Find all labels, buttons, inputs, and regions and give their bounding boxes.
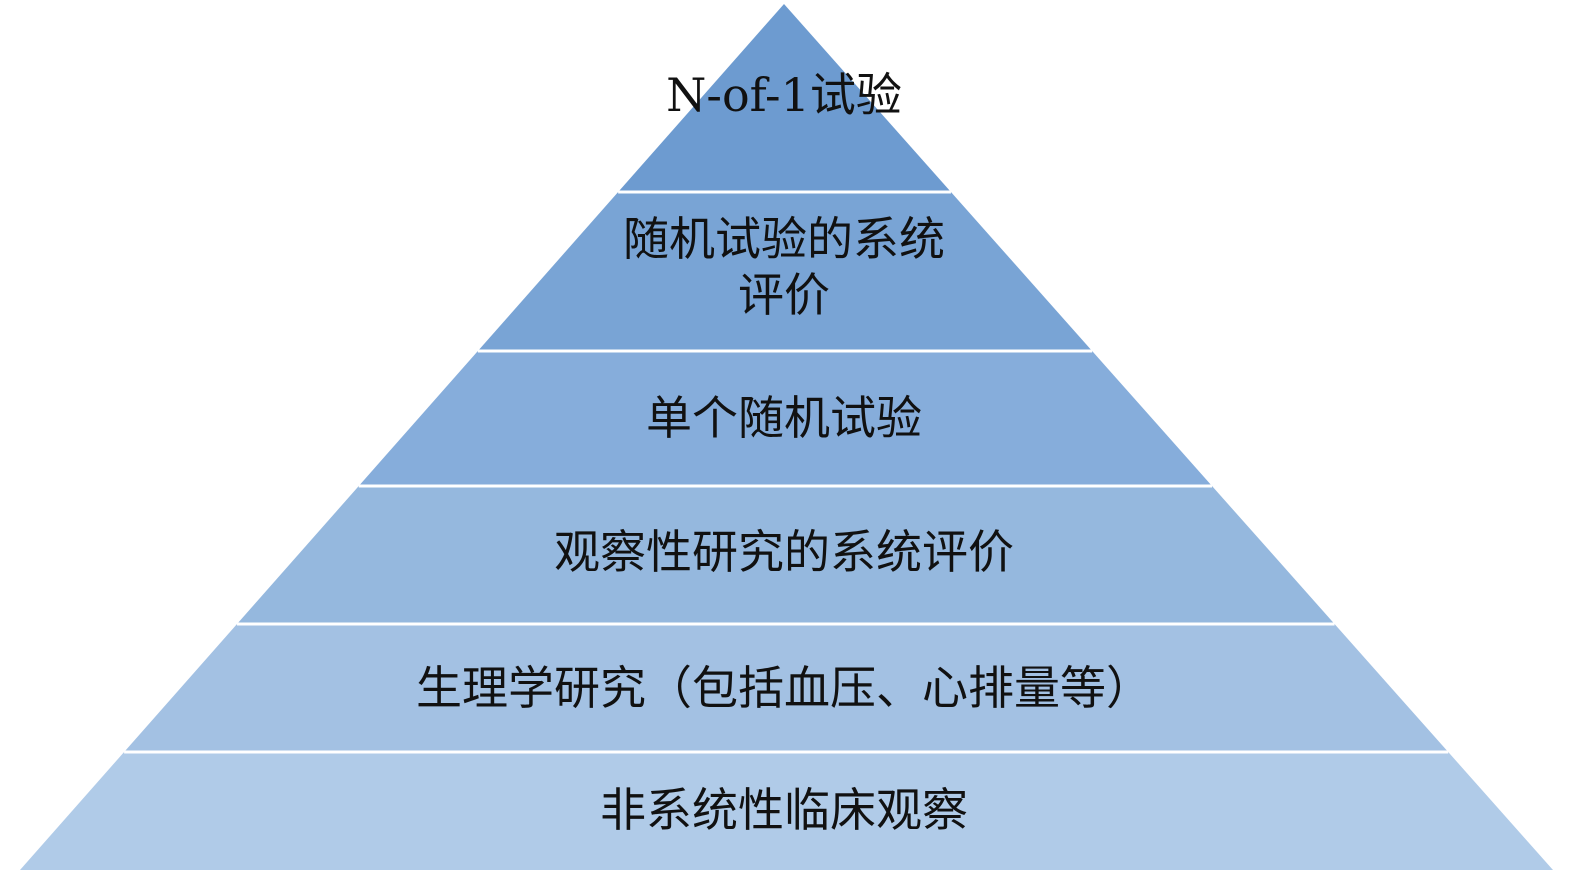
pyramid-tier-1: N-of-1试验 [618, 4, 951, 192]
tier-label-3: 单个随机试验 [646, 391, 922, 445]
tier-shape-5 [124, 624, 1449, 752]
tier-shape-2 [477, 192, 1093, 351]
tier-label-1: N-of-1试验 [666, 68, 902, 122]
tier-label-2-line-2: 评价 [738, 268, 830, 322]
tier-shape-3 [358, 351, 1213, 486]
tier-shape-6 [20, 752, 1553, 870]
pyramid-tier-5: 生理学研究（包括血压、心排量等） [124, 622, 1449, 752]
tier-label-5: 生理学研究（包括血压、心排量等） [416, 661, 1152, 715]
pyramid-tier-6: 非系统性临床观察 [20, 750, 1553, 870]
tier-shape-1 [618, 4, 951, 192]
pyramid-tier-4: 观察性研究的系统评价 [237, 484, 1335, 624]
tier-label-2-line-1: 随机试验的系统 [623, 212, 945, 266]
pyramid-tier-3: 单个随机试验 [358, 349, 1213, 486]
tier-label-4: 观察性研究的系统评价 [554, 525, 1014, 579]
tier-shape-4 [237, 486, 1335, 624]
tier-label-6: 非系统性临床观察 [600, 783, 968, 837]
